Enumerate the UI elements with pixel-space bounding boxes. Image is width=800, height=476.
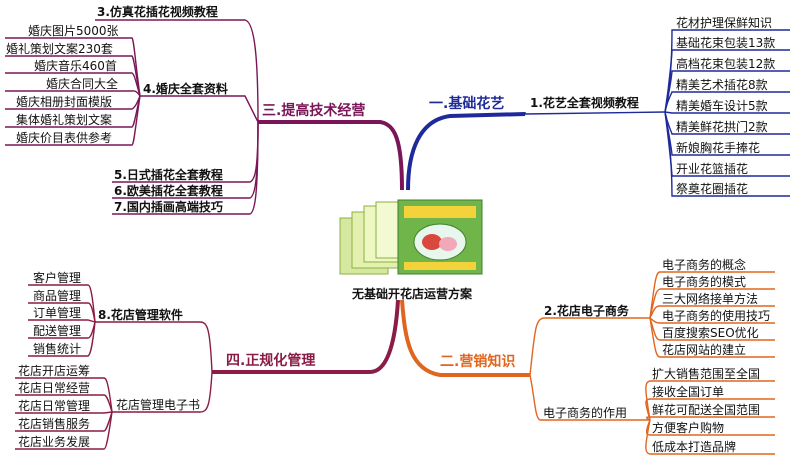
- japanese-ikebana-node: 5.日式插花全套教程: [114, 168, 223, 182]
- floral-leaf: 基础花束包装13款: [676, 36, 776, 50]
- shop-ebook-node: 花店管理电子书: [116, 398, 201, 412]
- floral-video-course-node: 1.花艺全套视频教程: [530, 96, 639, 110]
- branch-marketing-lines: [400, 271, 775, 455]
- ecommerce-role-leaf: 鲜花可配送全国范围: [652, 403, 761, 417]
- software-leaf: 客户管理: [33, 271, 82, 285]
- shop-software-node: 8.花店管理软件: [98, 308, 183, 322]
- ecommerce-role-leaf: 低成本打造品牌: [652, 440, 737, 454]
- wedding-leaf: 婚庆相册封面模版: [16, 95, 113, 109]
- ebook-leaf: 花店业务发展: [18, 435, 91, 449]
- wedding-leaf: 婚庆价目表供参考: [16, 131, 113, 145]
- branch-tech-title: 三.提高技术经营: [262, 103, 366, 119]
- wedding-leaf: 婚礼策划文案230套: [6, 42, 113, 56]
- floral-leaf: 祭奠花圈插花: [676, 182, 749, 196]
- ecommerce-leaf: 电子商务的概念: [662, 258, 747, 272]
- branch-management-title: 四.正规化管理: [226, 353, 316, 369]
- branch-marketing-title: 二.营销知识: [440, 354, 516, 370]
- wedding-leaf: 婚庆合同大全: [46, 77, 119, 91]
- ecommerce-role-leaf: 接收全国订单: [652, 385, 725, 399]
- ecommerce-leaf: 电子商务的使用技巧: [662, 309, 771, 323]
- branch-basic-floral-lines: [406, 29, 790, 197]
- software-leaf: 配送管理: [33, 324, 82, 338]
- wedding-materials-node: 4.婚庆全套资料: [143, 82, 228, 96]
- wedding-leaf: 集体婚礼策划文案: [16, 113, 113, 127]
- floral-leaf: 精美艺术插花8款: [676, 78, 768, 92]
- software-leaf: 订单管理: [33, 306, 82, 320]
- ecommerce-leaf: 三大网络接单方法: [662, 292, 759, 306]
- ebook-leaf: 花店开店运筹: [18, 364, 91, 378]
- floral-leaf: 精美鲜花拱门2款: [676, 120, 768, 134]
- floral-leaf: 花材护理保鲜知识: [676, 16, 773, 30]
- ecommerce-role-node: 电子商务的作用: [543, 406, 628, 420]
- software-leaf: 销售统计: [33, 342, 82, 356]
- center-book-image: [339, 199, 483, 275]
- ebook-leaf: 花店日常经营: [18, 381, 91, 395]
- ebook-leaf: 花店销售服务: [18, 417, 91, 431]
- ecommerce-leaf: 电子商务的模式: [662, 275, 747, 289]
- ecommerce-leaf: 百度搜索SEO优化: [662, 326, 759, 340]
- ecommerce-leaf: 花店网站的建立: [662, 343, 747, 357]
- floral-leaf: 开业花篮插花: [676, 162, 749, 176]
- branch-tech-lines: [5, 19, 404, 215]
- western-floral-node: 6.欧美插花全套教程: [114, 184, 223, 198]
- branch-basic-floral-title: 一.基础花艺: [429, 96, 505, 112]
- branch-management-lines: [15, 284, 400, 450]
- ecommerce-role-leaf: 方便客户购物: [652, 421, 725, 435]
- floral-leaf: 精美婚车设计5款: [676, 99, 768, 113]
- ecommerce-role-leaf: 扩大销售范围至全国: [652, 367, 761, 381]
- wedding-leaf: 婚庆图片5000张: [28, 24, 119, 38]
- floral-leaf: 新娘胸花手捧花: [676, 141, 761, 155]
- flower-ecommerce-node: 2.花店电子商务: [544, 304, 629, 318]
- domestic-advanced-node: 7.国内插画高端技巧: [114, 200, 223, 214]
- artificial-flower-video-node: 3.仿真花插花视频教程: [97, 5, 218, 19]
- floral-leaf: 高档花束包装12款: [676, 57, 776, 71]
- ebook-leaf: 花店日常管理: [18, 399, 91, 413]
- center-title: 无基础开花店运营方案: [351, 287, 472, 301]
- software-leaf: 商品管理: [33, 289, 82, 303]
- wedding-leaf: 婚庆音乐460首: [34, 59, 117, 73]
